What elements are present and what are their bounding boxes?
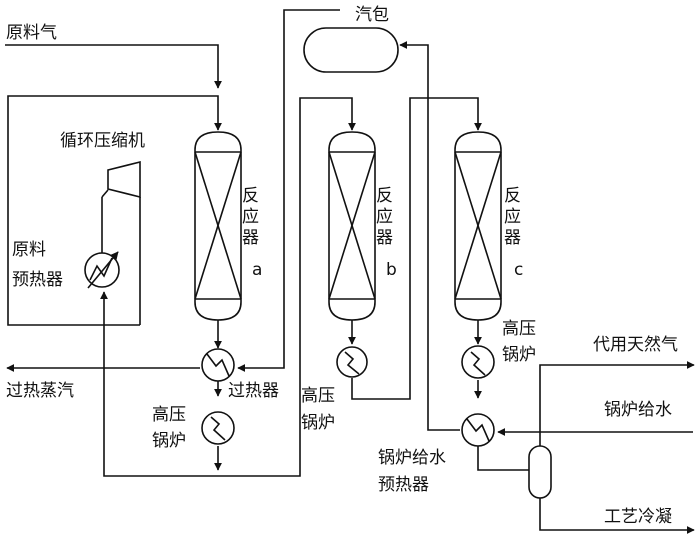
- feed-preheater-label-2: 预热器: [12, 270, 63, 290]
- superheater: [201, 348, 235, 382]
- return-to-preheater-line: [100, 291, 301, 477]
- reactor-c: [454, 131, 502, 321]
- hp-boiler-c: [461, 345, 495, 379]
- condensate-label: 工艺冷凝: [604, 507, 672, 527]
- drum-steam-line: [237, 9, 340, 372]
- superheated-steam-label: 过热蒸汽: [6, 381, 74, 401]
- feed-preheater: [84, 251, 120, 289]
- reactor-a-tag: a: [252, 260, 262, 280]
- reactor-c-label: 反应器: [500, 186, 521, 249]
- hp-boiler-c-label-1: 高压: [502, 319, 536, 339]
- reactor-b-inlet-line: [299, 97, 356, 330]
- recycle-line: [7, 95, 222, 326]
- sng-label: 代用天然气: [593, 335, 678, 355]
- steam-drum: [303, 27, 399, 73]
- hp-boiler-b-label-2: 锅炉: [301, 413, 335, 433]
- hp-boiler-a: [201, 411, 235, 445]
- reactor-a: [194, 131, 242, 321]
- steam-drum-label: 汽包: [355, 5, 389, 25]
- boiler-b-to-reactor-c-line: [351, 97, 482, 400]
- reactor-a-label: 反应器: [238, 186, 259, 249]
- compressor-label: 循环压缩机: [60, 131, 145, 151]
- reactor-b-label: 反应器: [372, 186, 393, 249]
- hp-boiler-b-label-1: 高压: [301, 386, 335, 406]
- condensate-line: [539, 495, 695, 534]
- reactor-c-tag: c: [514, 260, 523, 280]
- bfw-preheater: [461, 413, 495, 447]
- hp-boiler-a-label-2: 锅炉: [152, 431, 186, 451]
- preheated-water-line: [399, 41, 460, 431]
- compressor-suction-line: [101, 189, 109, 198]
- feed-gas-label: 原料气: [6, 23, 57, 43]
- hp-boiler-c-label-2: 锅炉: [502, 345, 536, 365]
- recycle-compressor: [107, 160, 141, 199]
- to-separator-line: [477, 446, 530, 471]
- reactor-b-tag: b: [386, 260, 397, 280]
- hp-boiler-a-label-1: 高压: [152, 405, 186, 425]
- feed-preheater-label-1: 原料: [12, 240, 46, 260]
- bfw-label: 锅炉给水: [604, 400, 672, 420]
- superheater-label: 过热器: [228, 381, 279, 401]
- separator: [528, 445, 552, 499]
- hp-boiler-b: [336, 346, 368, 378]
- bfw-preheater-label-1: 锅炉给水: [378, 448, 446, 468]
- feed-gas-line: [5, 44, 222, 89]
- reactor-b: [328, 131, 376, 321]
- sng-line: [539, 361, 695, 448]
- bfw-preheater-label-2: 预热器: [378, 475, 429, 495]
